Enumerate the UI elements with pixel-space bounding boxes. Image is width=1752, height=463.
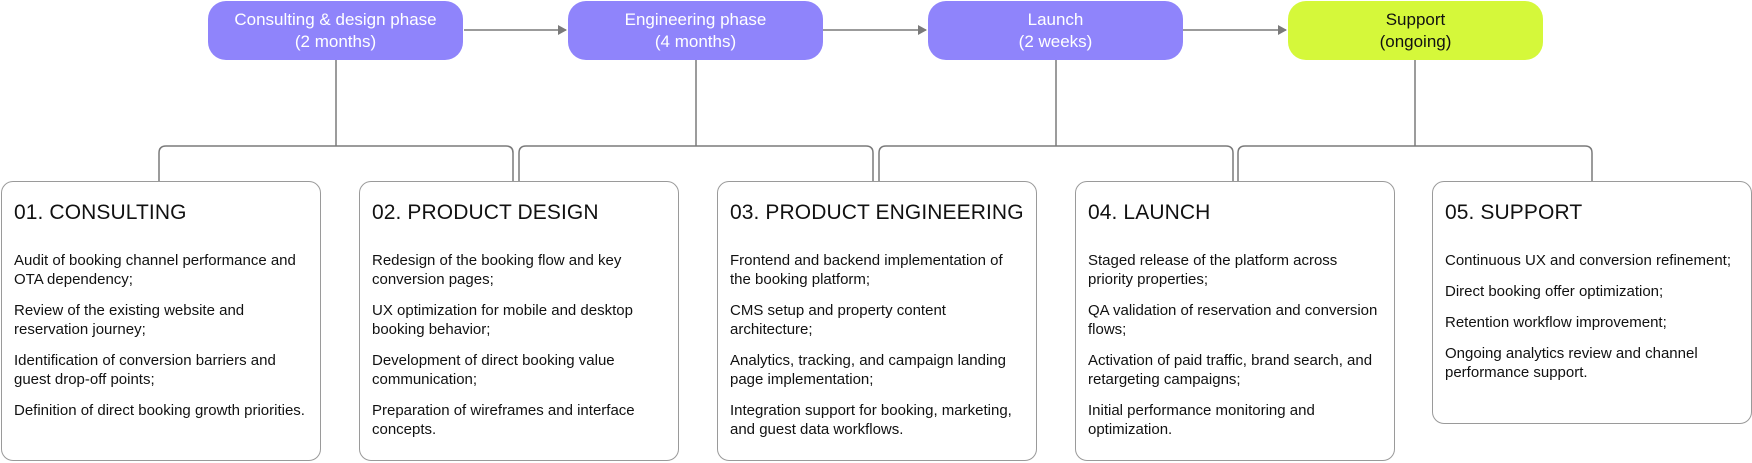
bracket-launch	[878, 60, 1234, 182]
card-item-list: Staged release of the platform across pr…	[1088, 251, 1382, 439]
phase-engineering: Engineering phase (4 months)	[568, 1, 823, 60]
card-title: 01. CONSULTING	[14, 201, 187, 224]
list-item: UX optimization for mobile and desktop b…	[372, 302, 633, 338]
card-launch: 04. LAUNCH Staged release of the platfor…	[1075, 181, 1395, 461]
bracket-engineering	[518, 60, 874, 182]
list-item: Review of the existing website and reser…	[14, 302, 245, 338]
card-product-design: 02. PRODUCT DESIGN Redesign of the booki…	[359, 181, 679, 461]
card-title: 03. PRODUCT ENGINEERING	[730, 201, 1024, 224]
card-title: 02. PRODUCT DESIGN	[372, 201, 599, 224]
list-item: Redesign of the booking flow and key con…	[372, 252, 622, 288]
phase-duration: (2 weeks)	[1018, 31, 1093, 51]
list-item: Activation of paid traffic, brand search…	[1088, 352, 1373, 388]
list-item: Identification of conversion barriers an…	[14, 352, 276, 388]
list-item: Continuous UX and conversion refinement;	[1445, 252, 1731, 269]
card-product-engineering: 03. PRODUCT ENGINEERING Frontend and bac…	[717, 181, 1037, 461]
phase-name: Engineering phase	[624, 9, 767, 29]
list-item: CMS setup and property content architect…	[730, 302, 946, 338]
list-item: Preparation of wireframes and interface …	[372, 402, 635, 438]
list-item: Initial performance monitoring and optim…	[1088, 402, 1315, 438]
card-consulting: 01. CONSULTING Audit of booking channel …	[1, 181, 321, 461]
card-item-list: Frontend and backend implementation of t…	[730, 251, 1024, 439]
card-item-list: Redesign of the booking flow and key con…	[372, 251, 666, 439]
list-item: Integration support for booking, marketi…	[730, 402, 1012, 438]
list-item: Staged release of the platform across pr…	[1088, 252, 1338, 288]
list-item: Frontend and backend implementation of t…	[730, 252, 1003, 288]
phase-duration: (ongoing)	[1379, 31, 1452, 51]
list-item: Development of direct booking value comm…	[372, 352, 615, 388]
bracket-consulting-design	[158, 60, 514, 182]
list-item: Direct booking offer optimization;	[1445, 283, 1664, 300]
bracket-support	[1237, 60, 1593, 182]
phase-name: Launch	[1027, 9, 1084, 29]
card-item-list: Audit of booking channel performance and…	[14, 251, 308, 420]
list-item: Definition of direct booking growth prio…	[14, 402, 305, 419]
list-item: QA validation of reservation and convers…	[1088, 302, 1378, 338]
card-title: 05. SUPPORT	[1445, 201, 1583, 224]
list-item: Analytics, tracking, and campaign landin…	[730, 352, 1006, 388]
phase-duration: (2 months)	[294, 31, 377, 51]
card-item-list: Continuous UX and conversion refinement;…	[1445, 251, 1739, 382]
phase-launch: Launch (2 weeks)	[928, 1, 1183, 60]
list-item: Retention workflow improvement;	[1445, 314, 1667, 331]
phase-duration: (4 months)	[654, 31, 737, 51]
phase-name: Support	[1385, 9, 1446, 29]
phase-name: Consulting & design phase	[234, 9, 437, 29]
list-item: Ongoing analytics review and channel per…	[1445, 345, 1698, 381]
card-title: 04. LAUNCH	[1088, 201, 1211, 224]
card-support: 05. SUPPORT Continuous UX and conversion…	[1432, 181, 1752, 424]
phase-consulting-design: Consulting & design phase (2 months)	[208, 1, 463, 60]
phase-support: Support (ongoing)	[1288, 1, 1543, 60]
list-item: Audit of booking channel performance and…	[14, 252, 296, 288]
